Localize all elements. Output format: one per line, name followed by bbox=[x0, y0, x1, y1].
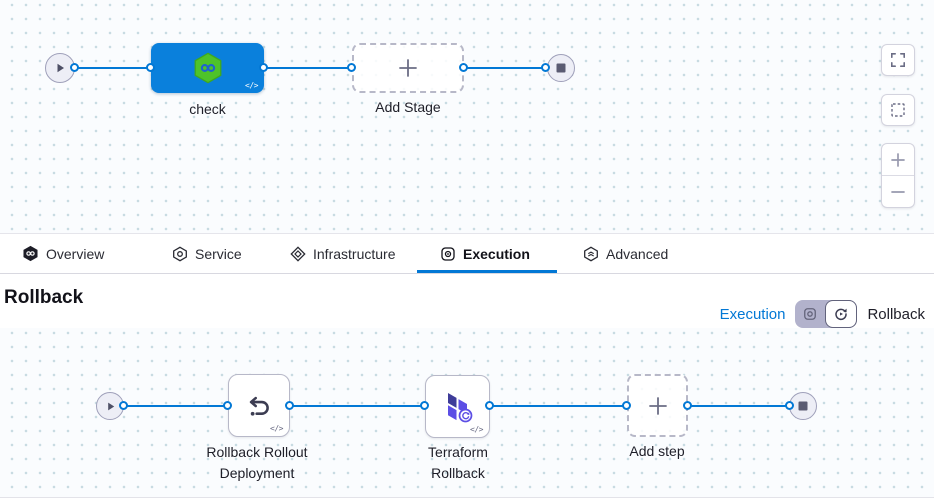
divider bbox=[882, 175, 914, 176]
step-label-line2: Deployment bbox=[219, 465, 295, 481]
execution-rollback-switcher: Execution Rollback bbox=[720, 300, 925, 328]
add-stage-button[interactable] bbox=[352, 43, 464, 93]
step-card-rollback-rollout[interactable]: </> bbox=[228, 374, 290, 437]
play-icon bbox=[107, 402, 114, 410]
zoom-control-group bbox=[881, 143, 915, 208]
edge-line bbox=[290, 405, 425, 407]
stop-icon bbox=[798, 401, 808, 411]
harness-hexagon-icon bbox=[23, 245, 38, 262]
plus-icon bbox=[399, 59, 417, 77]
connector-dot[interactable] bbox=[70, 63, 79, 72]
stage-config-tab-bar: Overview Service Infrastructure Executio… bbox=[0, 233, 934, 274]
execution-rollback-toggle[interactable] bbox=[795, 300, 858, 328]
connector-dot[interactable] bbox=[223, 401, 232, 410]
edge-line bbox=[490, 405, 627, 407]
zoom-in-icon bbox=[891, 152, 905, 167]
connector-dot[interactable] bbox=[541, 63, 550, 72]
tab-service[interactable]: Service bbox=[172, 234, 242, 273]
zoom-in-button[interactable] bbox=[882, 144, 914, 175]
connector-dot[interactable] bbox=[420, 401, 429, 410]
tab-label: Execution bbox=[463, 245, 530, 262]
edge-line bbox=[264, 67, 352, 69]
stage-label: check bbox=[189, 101, 226, 117]
connector-dot[interactable] bbox=[259, 63, 268, 72]
add-step-label: Add step bbox=[629, 443, 685, 459]
step-label-rollback-rollout: Rollback Rollout Deployment bbox=[182, 442, 332, 484]
rollback-toggle-label: Rollback bbox=[867, 305, 925, 323]
terraform-icon bbox=[447, 392, 472, 422]
step-label-line2: Rollback bbox=[431, 465, 485, 481]
edge-line bbox=[464, 67, 545, 69]
toggle-thumb[interactable] bbox=[825, 300, 858, 328]
section-title: Rollback bbox=[4, 287, 84, 308]
advanced-hexagon-icon bbox=[584, 246, 598, 261]
edge-line bbox=[124, 405, 228, 407]
harness-cd-hexagon-icon bbox=[194, 52, 221, 84]
step-label-terraform: Terraform Rollback bbox=[383, 442, 533, 484]
connector-dot[interactable] bbox=[785, 401, 794, 410]
connector-dot[interactable] bbox=[622, 401, 631, 410]
stage-card-check[interactable]: </> bbox=[151, 43, 264, 93]
pipeline-end-node[interactable] bbox=[547, 54, 575, 82]
zoom-out-button[interactable] bbox=[882, 176, 914, 207]
execution-link[interactable]: Execution bbox=[719, 305, 786, 323]
step-label-line1: Rollback Rollout bbox=[206, 444, 308, 460]
code-view-icon[interactable]: </> bbox=[270, 424, 283, 433]
rollback-section-header: Rollback Execution Rollback bbox=[0, 274, 934, 328]
connector-dot[interactable] bbox=[146, 63, 155, 72]
connector-dot[interactable] bbox=[347, 63, 356, 72]
tab-infrastructure[interactable]: Infrastructure bbox=[290, 234, 395, 273]
tab-label: Infrastructure bbox=[313, 245, 396, 262]
tab-advanced[interactable]: Advanced bbox=[583, 234, 668, 273]
connector-dot[interactable] bbox=[119, 401, 128, 410]
edge-line bbox=[688, 405, 790, 407]
fullscreen-button[interactable] bbox=[881, 44, 915, 76]
rollback-circle-arrow-icon bbox=[835, 308, 848, 321]
connector-dot[interactable] bbox=[459, 63, 468, 72]
tab-label: Overview bbox=[46, 245, 105, 262]
code-view-icon[interactable]: </> bbox=[470, 425, 483, 434]
connector-dot[interactable] bbox=[485, 401, 494, 410]
tab-overview[interactable]: Overview bbox=[22, 234, 104, 273]
step-card-terraform-rollback[interactable]: </> bbox=[425, 375, 490, 438]
execution-steps-icon bbox=[804, 308, 817, 320]
zoom-out-icon bbox=[891, 190, 905, 193]
connector-dot[interactable] bbox=[285, 401, 294, 410]
edge-line bbox=[75, 67, 151, 69]
active-tab-underline bbox=[417, 270, 557, 273]
fullscreen-icon bbox=[891, 53, 905, 67]
plus-icon bbox=[648, 396, 667, 415]
step-label-line1: Terraform bbox=[428, 444, 488, 460]
tab-label: Service bbox=[195, 245, 242, 262]
service-hexagon-icon bbox=[173, 246, 187, 261]
stop-icon bbox=[556, 63, 566, 73]
fit-selection-button[interactable] bbox=[881, 94, 915, 126]
pipeline-stage-canvas[interactable]: </> check Add Stage bbox=[0, 0, 934, 233]
execution-steps-icon bbox=[441, 246, 455, 261]
code-view-icon[interactable]: </> bbox=[245, 81, 258, 90]
connector-dot[interactable] bbox=[683, 401, 692, 410]
play-icon bbox=[57, 63, 64, 73]
undo-arrow-icon bbox=[249, 396, 269, 416]
add-stage-label: Add Stage bbox=[375, 99, 441, 115]
infrastructure-diamond-icon bbox=[290, 245, 306, 262]
rollback-execution-canvas[interactable]: </> </> Rollback Rollout Deployment Ter bbox=[0, 328, 934, 498]
tab-label: Advanced bbox=[606, 245, 669, 262]
add-step-button[interactable] bbox=[627, 374, 688, 437]
tab-execution[interactable]: Execution bbox=[440, 234, 530, 273]
fit-selection-icon bbox=[891, 103, 905, 117]
